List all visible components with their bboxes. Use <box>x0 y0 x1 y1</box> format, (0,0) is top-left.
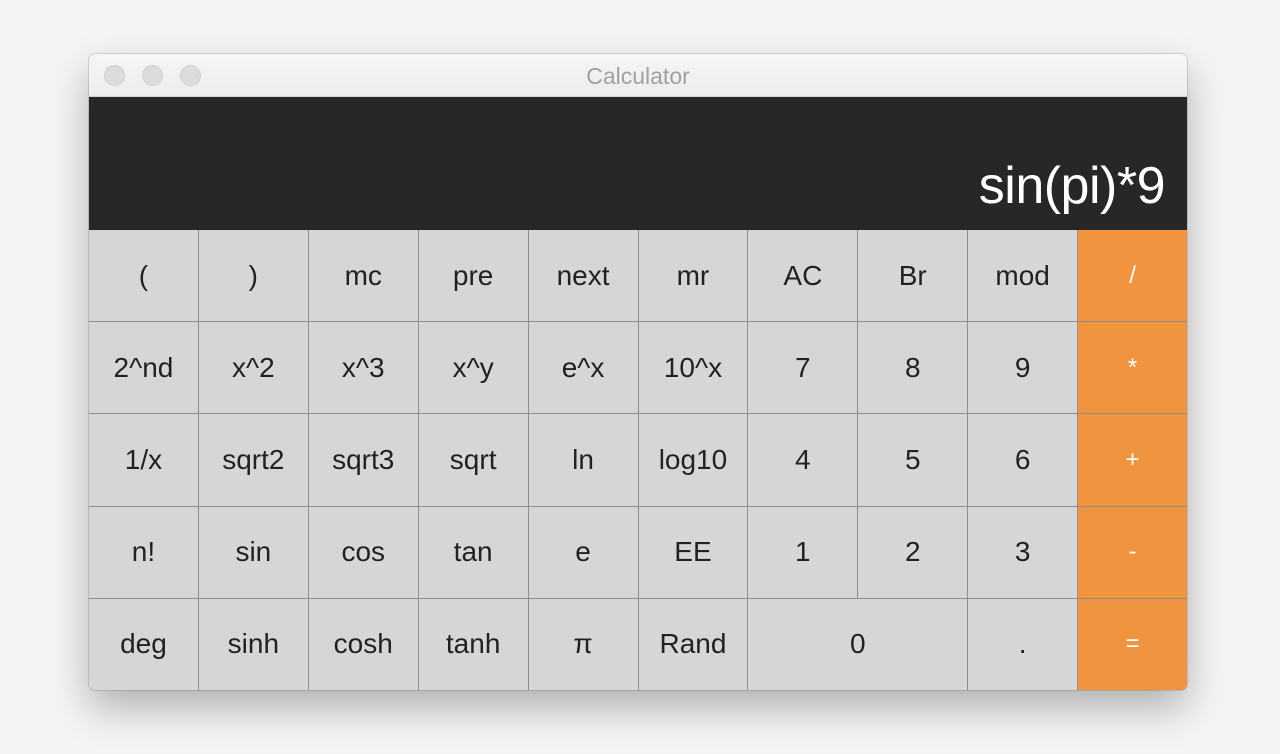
square-key[interactable]: x^2 <box>198 322 308 414</box>
factorial-key[interactable]: n! <box>89 506 198 598</box>
plus-key[interactable]: + <box>1078 414 1187 506</box>
deg-key[interactable]: deg <box>89 598 198 690</box>
digit-2-key[interactable]: 2 <box>858 506 968 598</box>
exp-key[interactable]: e^x <box>528 322 638 414</box>
equals-key[interactable]: = <box>1078 598 1187 690</box>
close-window-button[interactable] <box>104 65 125 86</box>
divide-key[interactable]: / <box>1078 230 1187 322</box>
display-expression: sin(pi)*9 <box>978 157 1166 215</box>
calculator-window: Calculator sin(pi)*9 ( ) mc pre next mr … <box>89 54 1187 690</box>
decimal-point-key[interactable]: . <box>968 598 1078 690</box>
rand-key[interactable]: Rand <box>638 598 748 690</box>
pi-key[interactable]: π <box>528 598 638 690</box>
digit-5-key[interactable]: 5 <box>858 414 968 506</box>
cosh-key[interactable]: cosh <box>308 598 418 690</box>
pre-key[interactable]: pre <box>418 230 528 322</box>
ln-key[interactable]: ln <box>528 414 638 506</box>
memory-recall-key[interactable]: mr <box>638 230 748 322</box>
open-paren-key[interactable]: ( <box>89 230 198 322</box>
window-title: Calculator <box>586 63 690 89</box>
mod-key[interactable]: mod <box>968 230 1078 322</box>
cube-key[interactable]: x^3 <box>308 322 418 414</box>
all-clear-key[interactable]: AC <box>748 230 858 322</box>
sqrt2-key[interactable]: sqrt2 <box>198 414 308 506</box>
minus-key[interactable]: - <box>1078 506 1187 598</box>
digit-7-key[interactable]: 7 <box>748 322 858 414</box>
zoom-window-button[interactable] <box>180 65 201 86</box>
digit-1-key[interactable]: 1 <box>748 506 858 598</box>
ten-power-key[interactable]: 10^x <box>638 322 748 414</box>
digit-3-key[interactable]: 3 <box>968 506 1078 598</box>
e-constant-key[interactable]: e <box>528 506 638 598</box>
keypad: ( ) mc pre next mr AC Br mod / 2^nd x^2 … <box>89 230 1187 690</box>
memory-clear-key[interactable]: mc <box>308 230 418 322</box>
multiply-key[interactable]: * <box>1078 322 1187 414</box>
tanh-key[interactable]: tanh <box>418 598 528 690</box>
sinh-key[interactable]: sinh <box>198 598 308 690</box>
second-function-key[interactable]: 2^nd <box>89 322 198 414</box>
digit-0-key[interactable]: 0 <box>748 598 968 690</box>
title-bar[interactable]: Calculator <box>89 54 1187 97</box>
cos-key[interactable]: cos <box>308 506 418 598</box>
ee-key[interactable]: EE <box>638 506 748 598</box>
minimize-window-button[interactable] <box>142 65 163 86</box>
sqrt-key[interactable]: sqrt <box>418 414 528 506</box>
digit-9-key[interactable]: 9 <box>968 322 1078 414</box>
close-paren-key[interactable]: ) <box>198 230 308 322</box>
tan-key[interactable]: tan <box>418 506 528 598</box>
reciprocal-key[interactable]: 1/x <box>89 414 198 506</box>
digit-6-key[interactable]: 6 <box>968 414 1078 506</box>
br-key[interactable]: Br <box>858 230 968 322</box>
log10-key[interactable]: log10 <box>638 414 748 506</box>
digit-4-key[interactable]: 4 <box>748 414 858 506</box>
calculator-display: sin(pi)*9 <box>89 97 1187 230</box>
sin-key[interactable]: sin <box>198 506 308 598</box>
power-key[interactable]: x^y <box>418 322 528 414</box>
sqrt3-key[interactable]: sqrt3 <box>308 414 418 506</box>
next-key[interactable]: next <box>528 230 638 322</box>
digit-8-key[interactable]: 8 <box>858 322 968 414</box>
